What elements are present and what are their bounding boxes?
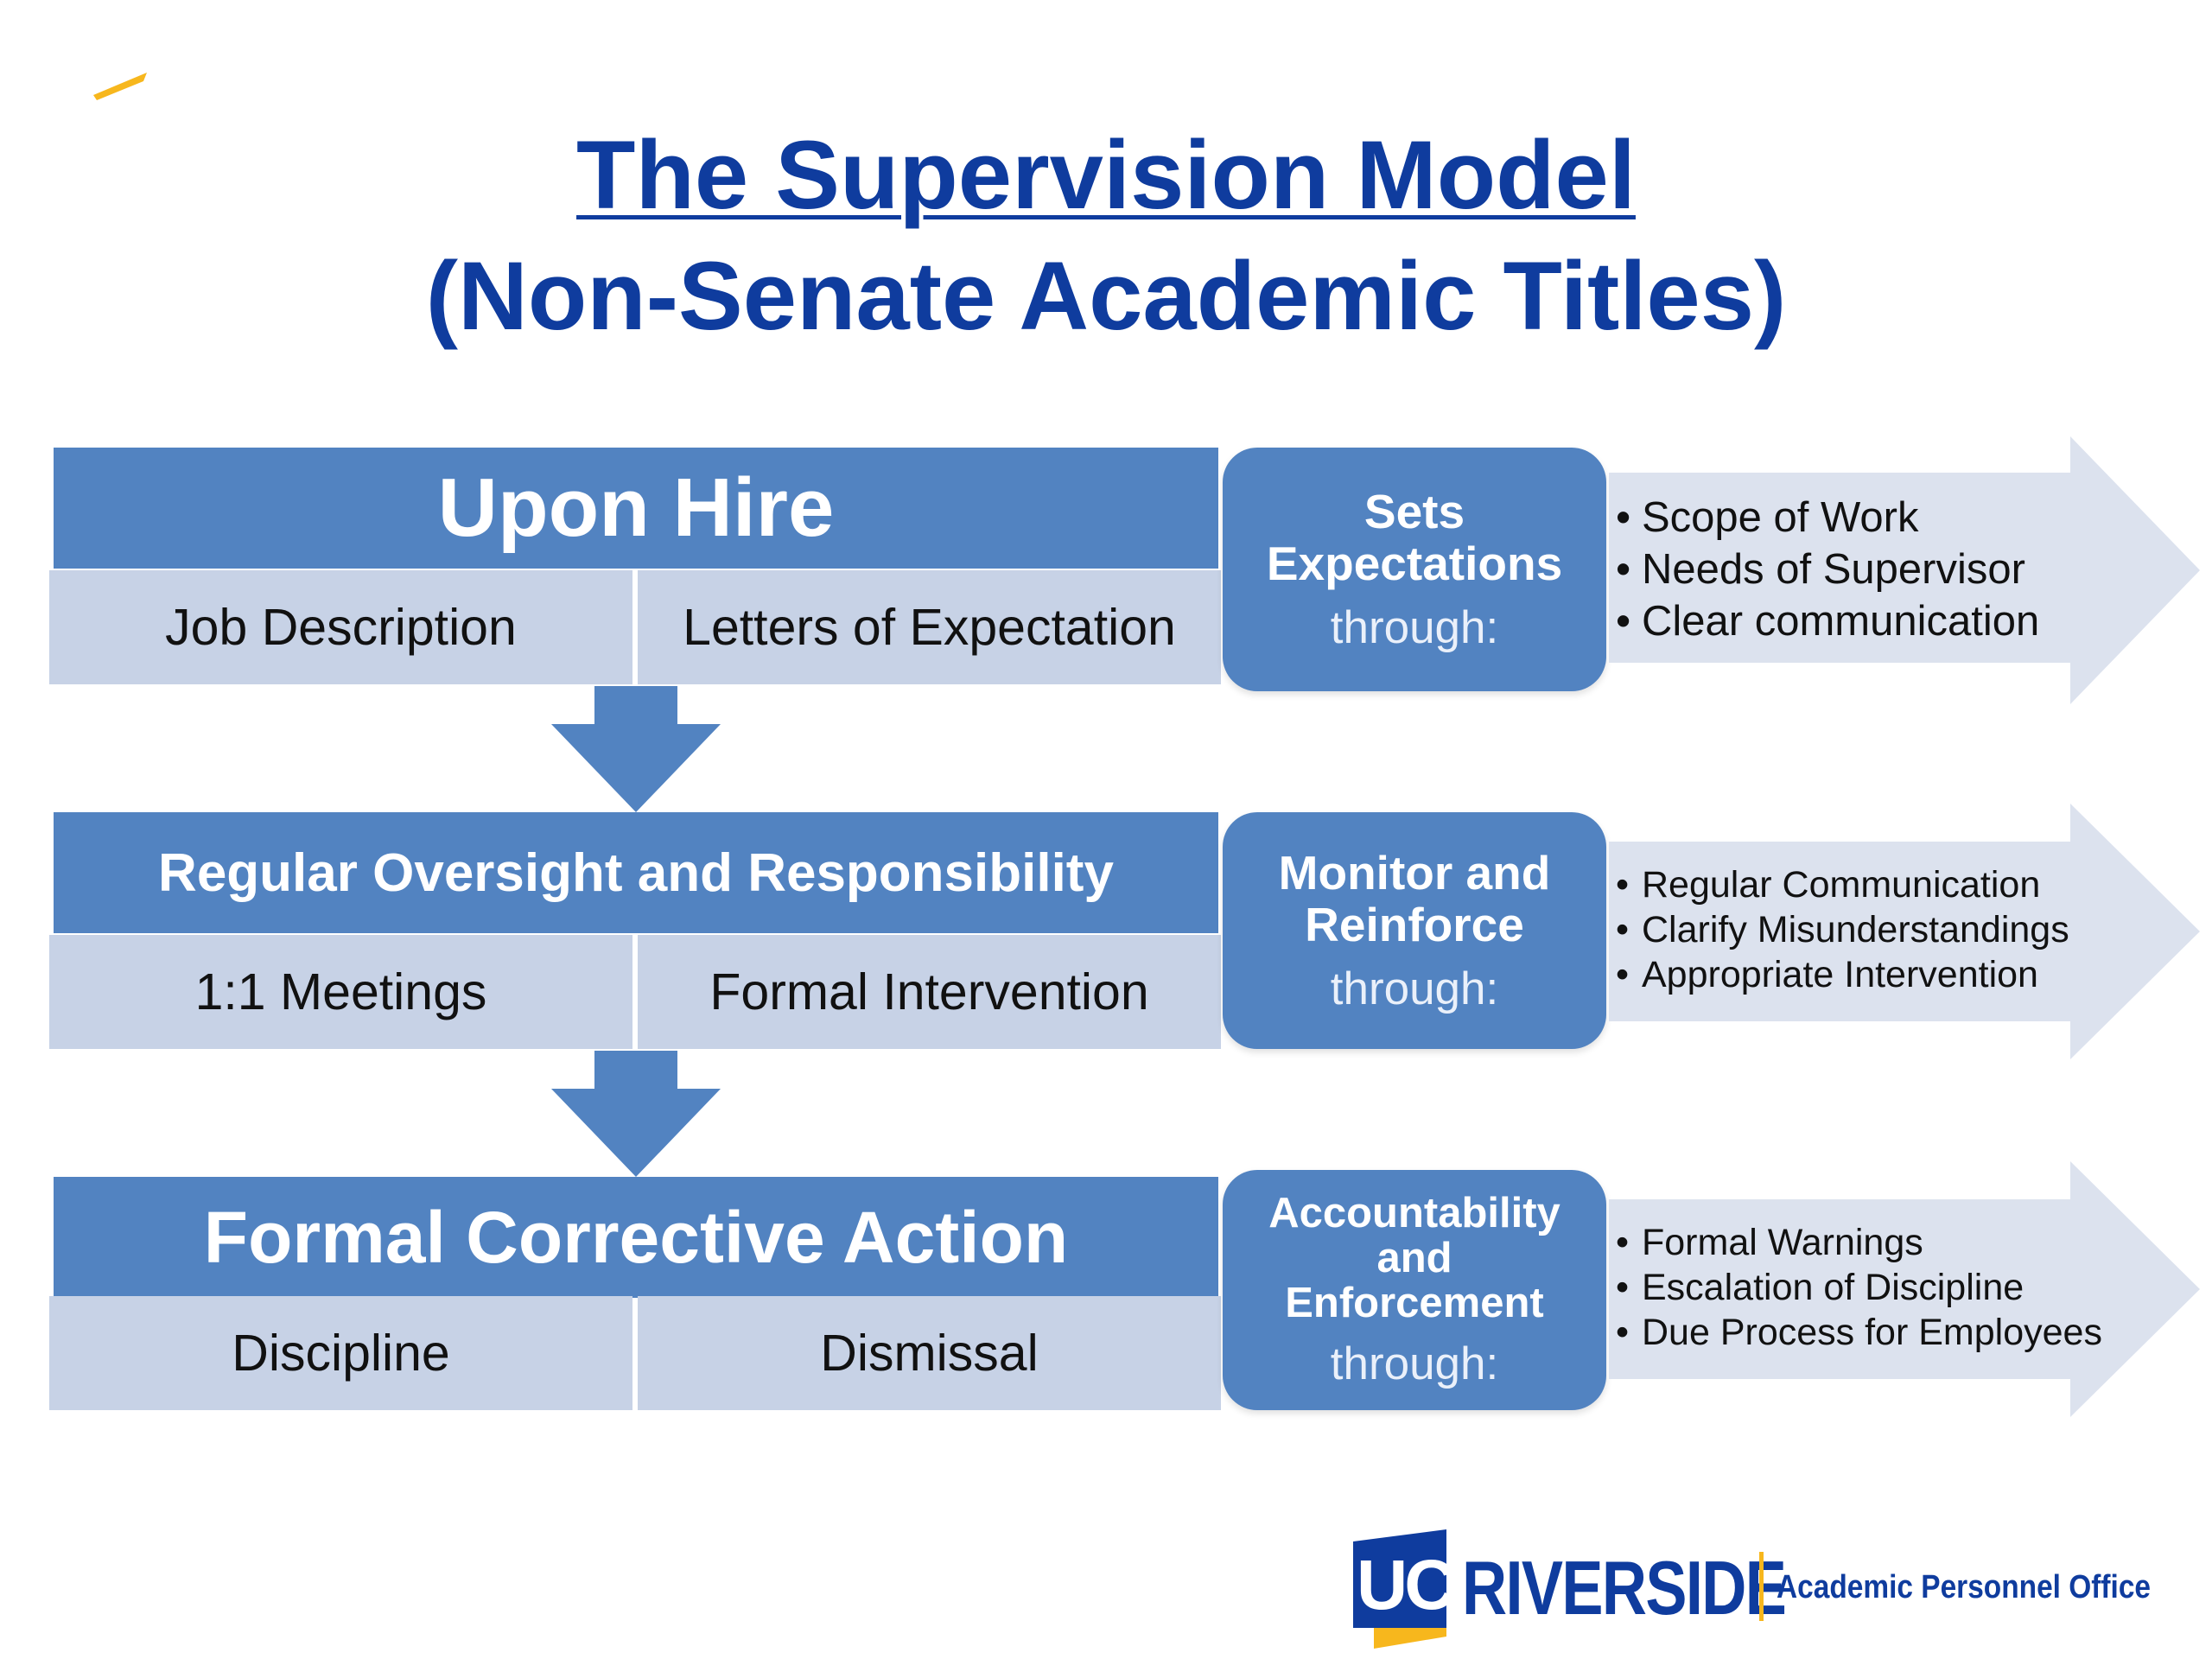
stage-header-regular-oversight: Regular Oversight and Responsibility [54, 812, 1218, 933]
stage-subrow-2: 1:1 Meetings Formal Intervention [49, 935, 1221, 1049]
sub-cell-letters-of-expectation: Letters of Expectation [638, 570, 1221, 684]
pill-title-line: Expectations [1266, 536, 1563, 590]
pill-through: through: [1330, 1338, 1499, 1389]
pill-title-line: Reinforce [1305, 897, 1524, 951]
stage-header-upon-hire: Upon Hire [54, 448, 1218, 569]
chevron-arrow-2: Regular Communication Clarify Misunderst… [1609, 804, 2202, 1059]
bullet-item: Clear communication [1616, 595, 2039, 647]
pill-monitor-reinforce: Monitor and Reinforce through: [1223, 812, 1606, 1049]
logo-uc-text: UC [1357, 1546, 1455, 1624]
sub-cell-discipline: Discipline [49, 1296, 632, 1410]
pill-title: Accountability and Enforcement [1268, 1191, 1560, 1325]
gold-corner-mark [93, 73, 147, 100]
pill-through: through: [1330, 601, 1499, 653]
page-subtitle: (Non-Senate Academic Titles) [425, 242, 1787, 350]
sub-cell-job-description: Job Description [49, 570, 632, 684]
down-arrow-icon [551, 1051, 721, 1177]
page-title: The Supervision Model [576, 121, 1636, 229]
pill-accountability-enforcement: Accountability and Enforcement through: [1223, 1170, 1606, 1410]
pill-title: Sets Expectations [1267, 486, 1562, 589]
bullet-item: Escalation of Discipline [1616, 1265, 2102, 1310]
stage-header-formal-corrective-action: Formal Corrective Action [54, 1177, 1218, 1298]
bullet-list-1: Scope of Work Needs of Supervisor Clear … [1616, 492, 2039, 647]
stage-subrow-1: Job Description Letters of Expectation [49, 570, 1221, 684]
pill-title-line: and [1376, 1234, 1452, 1281]
sub-cell-one-on-one-meetings: 1:1 Meetings [49, 935, 632, 1049]
pill-title-line: Monitor and [1278, 845, 1551, 899]
pill-title-line: Accountability [1268, 1189, 1560, 1236]
pill-title: Monitor and Reinforce [1279, 847, 1551, 950]
chevron-arrow-3: Formal Warnings Escalation of Discipline… [1609, 1161, 2202, 1417]
logo-riverside-text: RIVERSIDE [1462, 1545, 1787, 1630]
down-arrow-icon [551, 686, 721, 812]
bullet-item: Formal Warnings [1616, 1220, 2102, 1265]
pill-sets-expectations: Sets Expectations through: [1223, 448, 1606, 691]
bullet-item: Clarify Misunderstandings [1616, 907, 2069, 952]
bullet-list-2: Regular Communication Clarify Misunderst… [1616, 862, 2069, 997]
sub-cell-dismissal: Dismissal [638, 1296, 1221, 1410]
logo-office-text: Academic Personnel Office [1777, 1569, 2152, 1605]
bullet-item: Regular Communication [1616, 862, 2069, 907]
chevron-arrow-1: Scope of Work Needs of Supervisor Clear … [1609, 436, 2202, 704]
sub-cell-formal-intervention: Formal Intervention [638, 935, 1221, 1049]
bullet-item: Appropriate Intervention [1616, 952, 2069, 997]
uc-shield-icon [1353, 1529, 1446, 1649]
stage-subrow-3: Discipline Dismissal [49, 1296, 1221, 1410]
bullet-item: Scope of Work [1616, 492, 2039, 543]
bullet-item: Due Process for Employees [1616, 1310, 2102, 1355]
pill-through: through: [1330, 963, 1499, 1014]
bullet-list-3: Formal Warnings Escalation of Discipline… [1616, 1220, 2102, 1355]
logo-divider [1759, 1552, 1764, 1621]
bullet-item: Needs of Supervisor [1616, 543, 2039, 595]
pill-title-line: Sets [1363, 484, 1465, 538]
pill-title-line: Enforcement [1285, 1279, 1544, 1326]
uc-riverside-logo: UC RIVERSIDE Academic Personnel Office [1348, 1529, 2151, 1650]
